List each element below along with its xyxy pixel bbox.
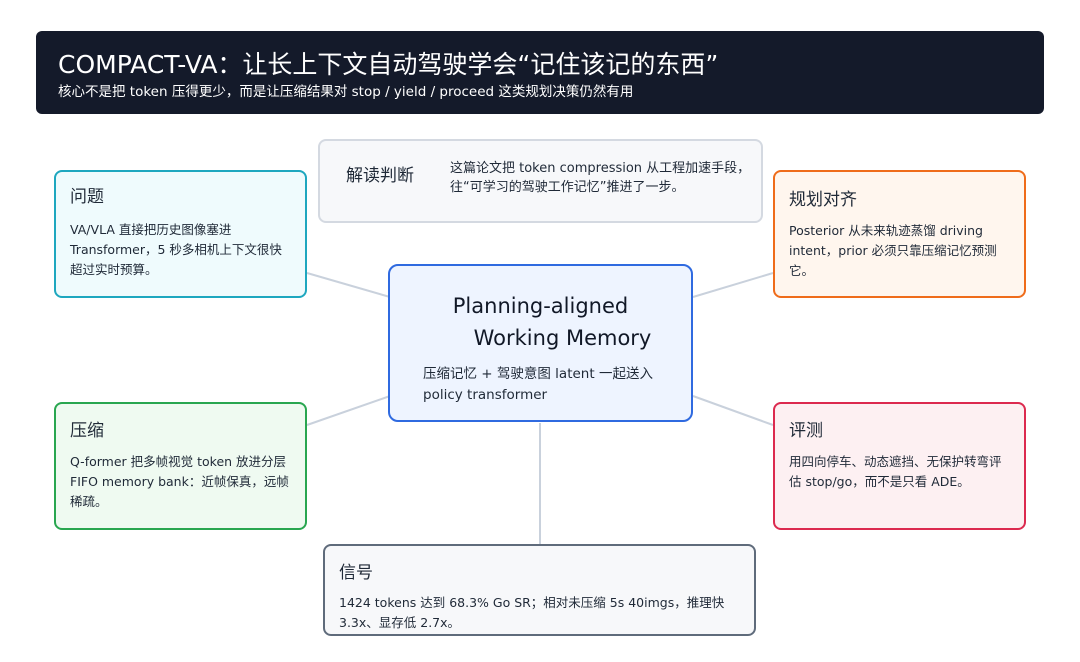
signal-title: 信号 bbox=[339, 563, 373, 583]
planning-body: Posterior 从未来轨迹蒸馏 driving intent，prior 必… bbox=[789, 223, 997, 278]
center-node: Planning-aligned Working Memory 压缩记忆 + 驾… bbox=[388, 264, 693, 422]
compress-body: Q-former 把多帧视觉 token 放进分层 FIFO memory ba… bbox=[70, 454, 289, 509]
problem-title: 问题 bbox=[70, 187, 104, 207]
eval-card: 评测 用四向停车、动态遮挡、无保护转弯评估 stop/go，而不是只看 ADE。 bbox=[773, 402, 1026, 530]
page-title: COMPACT-VA：让长上下文自动驾驶学会“记住该记的东西” bbox=[58, 50, 719, 79]
header-banner: COMPACT-VA：让长上下文自动驾驶学会“记住该记的东西” 核心不是把 to… bbox=[36, 31, 1044, 114]
center-desc: 压缩记忆 + 驾驶意图 latent 一起送入 policy transform… bbox=[423, 366, 653, 403]
connector-planning bbox=[692, 272, 774, 298]
planning-title: 规划对齐 bbox=[789, 190, 857, 210]
center-title-line2: Working Memory bbox=[473, 326, 652, 350]
center-title-line1: Planning-aligned bbox=[452, 294, 629, 318]
verdict-label: 解读判断 bbox=[346, 166, 414, 186]
connector-compress bbox=[306, 395, 391, 426]
eval-body: 用四向停车、动态遮挡、无保护转弯评估 stop/go，而不是只看 ADE。 bbox=[789, 454, 1002, 489]
problem-card: 问题 VA/VLA 直接把历史图像塞进 Transformer，5 秒多相机上下… bbox=[54, 170, 307, 298]
connector-eval bbox=[692, 395, 774, 426]
verdict-text: 这篇论文把 token compression 从工程加速手段，往“可学习的驾驶… bbox=[450, 161, 751, 195]
eval-title: 评测 bbox=[789, 421, 823, 441]
center-title: Planning-aligned Working Memory bbox=[390, 290, 691, 354]
signal-body: 1424 tokens 达到 68.3% Go SR；相对未压缩 5s 40im… bbox=[339, 595, 725, 630]
signal-card: 信号 1424 tokens 达到 68.3% Go SR；相对未压缩 5s 4… bbox=[323, 544, 756, 636]
compress-title: 压缩 bbox=[70, 421, 104, 441]
problem-body: VA/VLA 直接把历史图像塞进 Transformer，5 秒多相机上下文很快… bbox=[70, 222, 282, 277]
verdict-card: 解读判断 这篇论文把 token compression 从工程加速手段，往“可… bbox=[318, 139, 763, 223]
connector-problem bbox=[306, 272, 391, 298]
compress-card: 压缩 Q-former 把多帧视觉 token 放进分层 FIFO memory… bbox=[54, 402, 307, 530]
planning-card: 规划对齐 Posterior 从未来轨迹蒸馏 driving intent，pr… bbox=[773, 170, 1026, 298]
page-subtitle: 核心不是把 token 压得更少，而是让压缩结果对 stop / yield /… bbox=[58, 84, 634, 100]
